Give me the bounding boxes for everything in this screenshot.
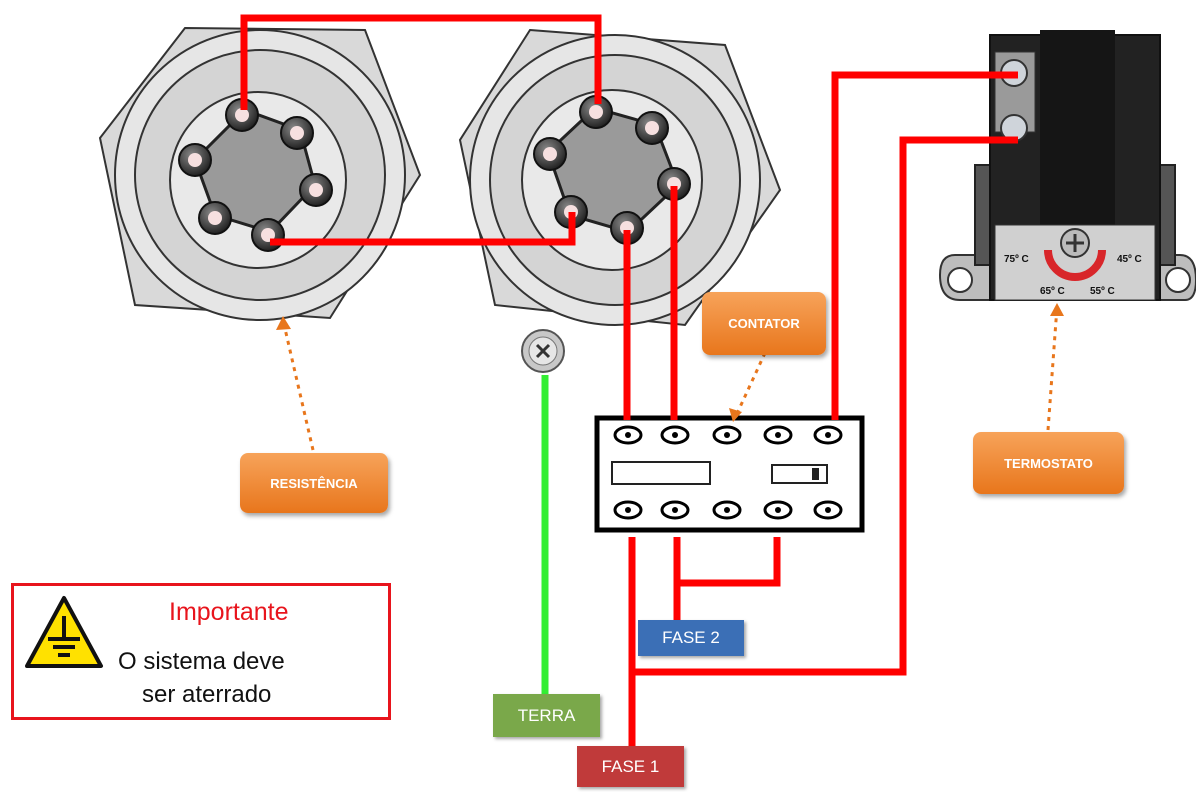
tag-terra: TERRA: [493, 694, 600, 737]
arrow-termostato: [1046, 306, 1059, 431]
label-contator-text: CONTATOR: [728, 316, 800, 331]
temp-45: 45º C: [1117, 254, 1142, 265]
temp-55: 55º C: [1090, 286, 1115, 297]
wire-fase2: [673, 537, 781, 587]
wires: [240, 14, 1018, 748]
tag-fase1: FASE 1: [577, 746, 684, 787]
tag-fase1-text: FASE 1: [601, 756, 660, 776]
contactor: [594, 415, 865, 533]
wire-bridge-top: [240, 14, 602, 110]
ground-warning-icon: [25, 596, 103, 668]
thermostat: 75º C 45º C 65º C 55º C: [938, 30, 1196, 301]
warning-line-1: O sistema deve: [118, 648, 285, 675]
label-resistencia: RESISTÊNCIA: [240, 453, 388, 513]
label-contator: CONTATOR: [702, 292, 826, 355]
arrow-heads: [276, 303, 1064, 422]
wire-bridge-middle: [270, 212, 576, 246]
heating-element-left: [98, 26, 422, 321]
ground-screw-icon: [521, 329, 565, 373]
arrow-resistencia: [281, 319, 315, 451]
tag-terra-text: TERRA: [517, 705, 576, 725]
temp-65: 65º C: [1040, 286, 1065, 297]
wire-thermostat-to-contactor: [831, 71, 1018, 420]
warning-line-2: ser aterrado: [142, 681, 272, 708]
label-termostato-text: TERMOSTATO: [1004, 455, 1093, 471]
warning-title: Importante: [169, 598, 289, 626]
arrow-contator: [733, 352, 767, 419]
tag-fase2-text: FASE 2: [662, 628, 720, 647]
label-termostato: TERMOSTATO: [973, 432, 1124, 494]
wire-thermostat-to-fase1: [632, 136, 1018, 676]
tag-fase2: FASE 2: [638, 620, 744, 656]
label-resistencia-text: RESISTÊNCIA: [270, 475, 358, 491]
pointer-arrows: [281, 306, 1059, 451]
heating-element-right: [458, 28, 782, 327]
warning-box: Importante O sistema deve ser aterrado: [11, 583, 391, 720]
temp-75: 75º C: [1004, 254, 1029, 265]
